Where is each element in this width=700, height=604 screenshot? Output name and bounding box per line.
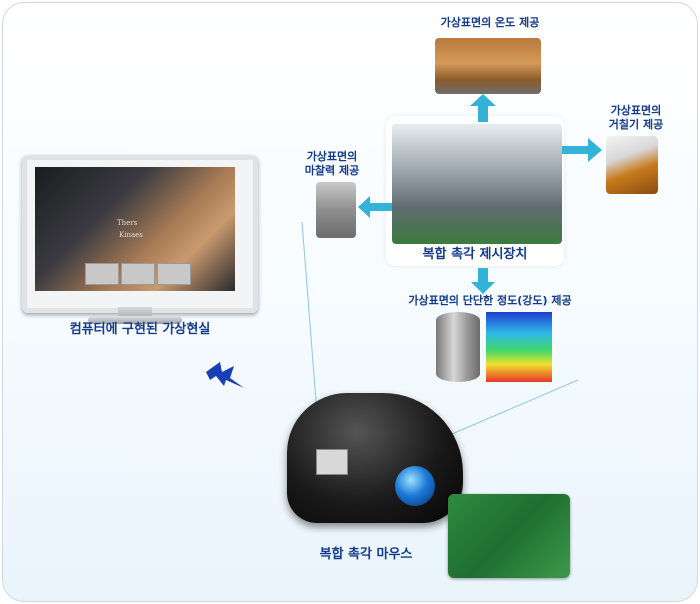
monitor: Thers Kinaes bbox=[22, 155, 258, 313]
temperature-label: 가상표면의 온도 제공 bbox=[440, 16, 540, 29]
monitor-stand-neck bbox=[118, 307, 152, 317]
screen-thumbnail bbox=[121, 263, 155, 285]
stiffness-simulation-image bbox=[486, 312, 552, 382]
roughness-label-line1: 가상표면의 bbox=[610, 104, 662, 117]
temperature-device-image bbox=[435, 38, 541, 94]
monitor-screen: Thers Kinaes bbox=[35, 167, 235, 291]
roughness-device-image bbox=[606, 136, 658, 194]
friction-label-line2: 마찰력 제공 bbox=[304, 164, 360, 177]
roughness-label-line2: 거칠기 제공 bbox=[608, 118, 664, 131]
center-device-image bbox=[392, 124, 562, 244]
arrow-up-icon bbox=[470, 94, 496, 122]
arrow-down-icon bbox=[471, 268, 495, 294]
screen-thumbnail bbox=[157, 263, 191, 285]
friction-device-image bbox=[316, 182, 356, 238]
monitor-label: 컴퓨터에 구현된 가상현실 bbox=[69, 322, 211, 337]
monitor-stand-base bbox=[88, 316, 182, 324]
center-device-label: 복합 촉각 제시장치 bbox=[422, 247, 528, 262]
arrow-left-icon bbox=[358, 196, 392, 218]
mouse-ball bbox=[395, 466, 435, 506]
arrow-right-icon bbox=[562, 138, 602, 162]
stiffness-cylinder-image bbox=[436, 312, 480, 382]
mouse-tactile-pad bbox=[316, 449, 348, 475]
screen-thumbnail bbox=[85, 263, 119, 285]
lightning-icon bbox=[206, 362, 244, 388]
mouse-label: 복합 촉각 마우스 bbox=[319, 547, 413, 562]
screen-text-2: Kinaes bbox=[119, 231, 143, 239]
screen-text-1: Thers bbox=[117, 219, 138, 227]
friction-label-line1: 가상표면의 bbox=[306, 150, 358, 163]
circuit-board-image bbox=[448, 494, 570, 578]
stiffness-label: 가상표면의 단단한 정도(강도) 제공 bbox=[408, 294, 572, 307]
